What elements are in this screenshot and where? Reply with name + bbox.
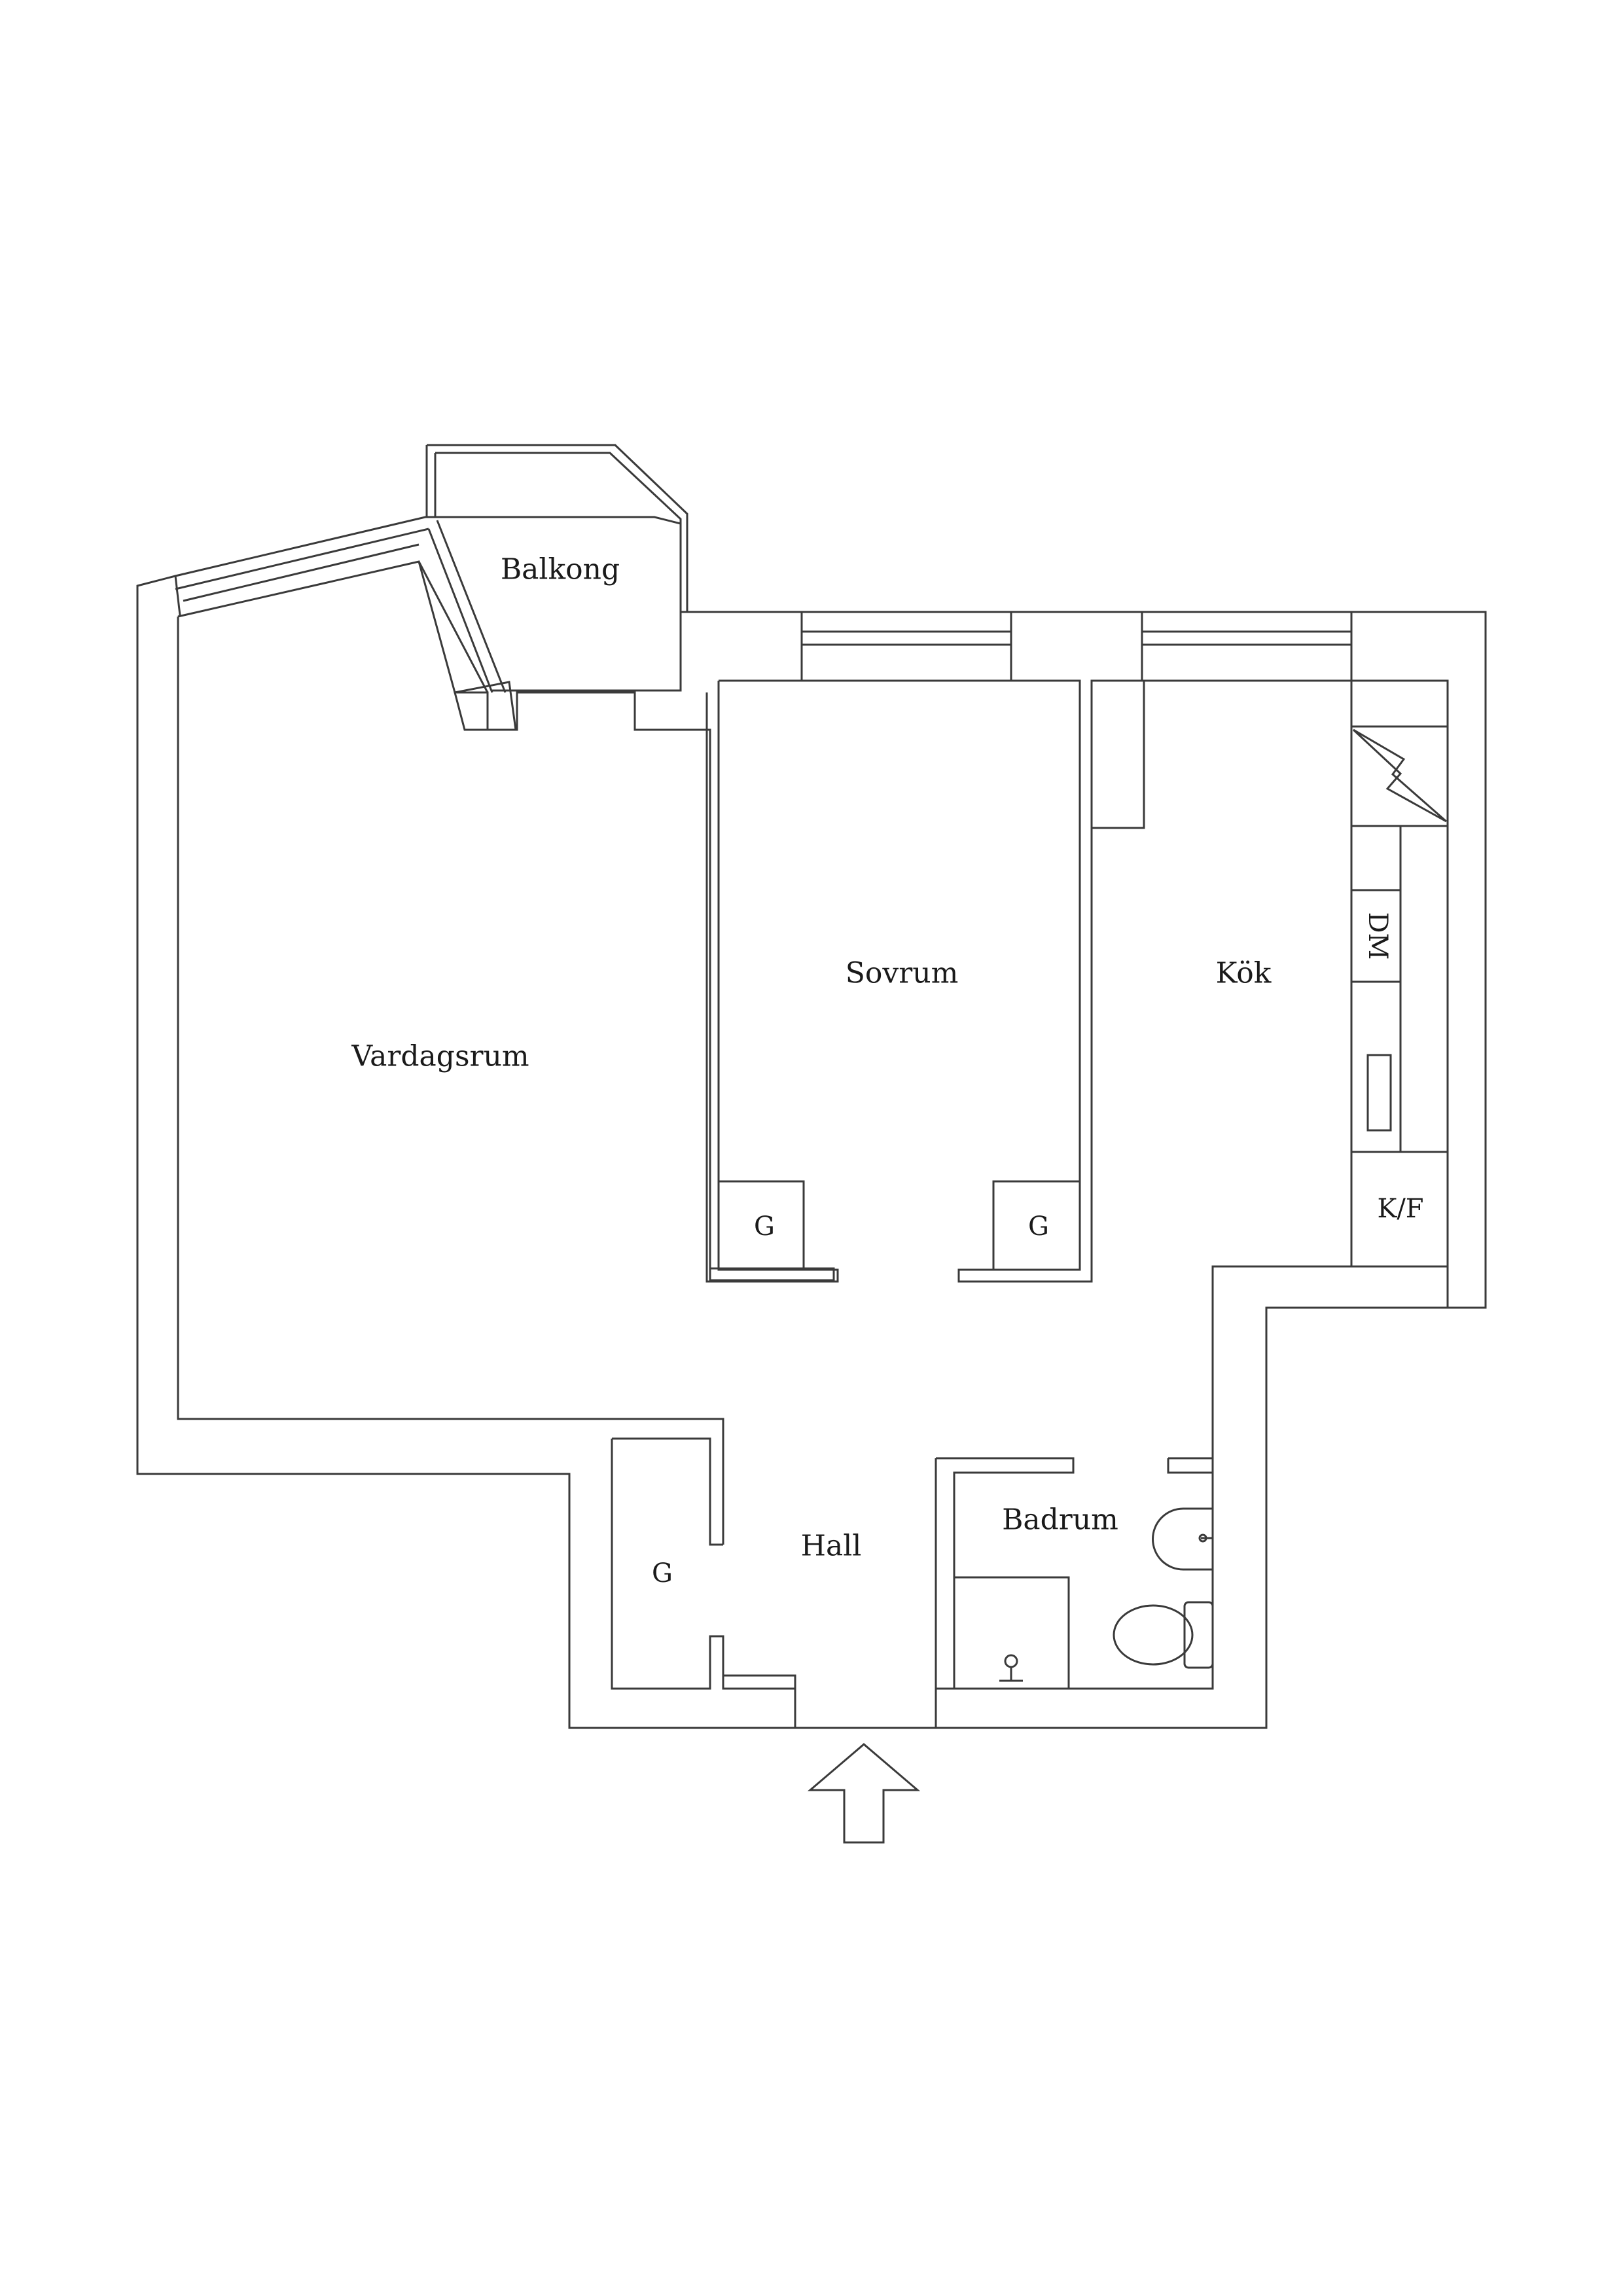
entrance-arrow-icon: [807, 1743, 921, 1844]
bedroom-window: [800, 611, 1012, 682]
balcony-label: Balkong: [501, 553, 620, 586]
living-room-window: [174, 520, 507, 693]
dishwasher-label: DM: [1363, 912, 1393, 960]
bathroom-walls: [935, 1457, 1214, 1728]
balcony-door-frame: [454, 681, 517, 731]
kitchen-label: Kök: [1216, 957, 1272, 990]
stove-icon: [1352, 728, 1447, 823]
living-room-wall: [177, 617, 724, 1545]
shower-area: [953, 1576, 1070, 1690]
toilet-icon: [1113, 1601, 1214, 1669]
bedroom-closet-right-label: G: [1028, 1211, 1049, 1242]
bedroom-closet-right: [992, 1180, 1081, 1271]
shower-icon: [999, 1654, 1023, 1682]
bedroom-label: Sovrum: [846, 957, 959, 990]
bedroom-closet-left-label: G: [754, 1211, 775, 1242]
kitchen-pillar: [1090, 679, 1145, 829]
bathroom-label: Badrum: [1002, 1503, 1118, 1537]
kitchen-window: [1141, 611, 1353, 682]
kitchen-counter: [1350, 679, 1449, 1268]
hall-closet-label: G: [652, 1558, 673, 1588]
kitchen-sink-outline: [1366, 1054, 1392, 1132]
living-room-label: Vardagsrum: [351, 1040, 529, 1073]
fridge-freezer-label: K/F: [1377, 1194, 1423, 1224]
bedroom-walls: [719, 679, 1449, 1465]
hall-label: Hall: [801, 1530, 862, 1563]
bedroom-closet-left: [717, 1180, 805, 1271]
outer-wall-outline: [136, 516, 1487, 1729]
sink-icon: [1152, 1507, 1213, 1571]
inner-wall-outline: [177, 560, 835, 1282]
hall-closet-walls: [611, 1437, 796, 1728]
balcony-outline: [425, 444, 688, 692]
